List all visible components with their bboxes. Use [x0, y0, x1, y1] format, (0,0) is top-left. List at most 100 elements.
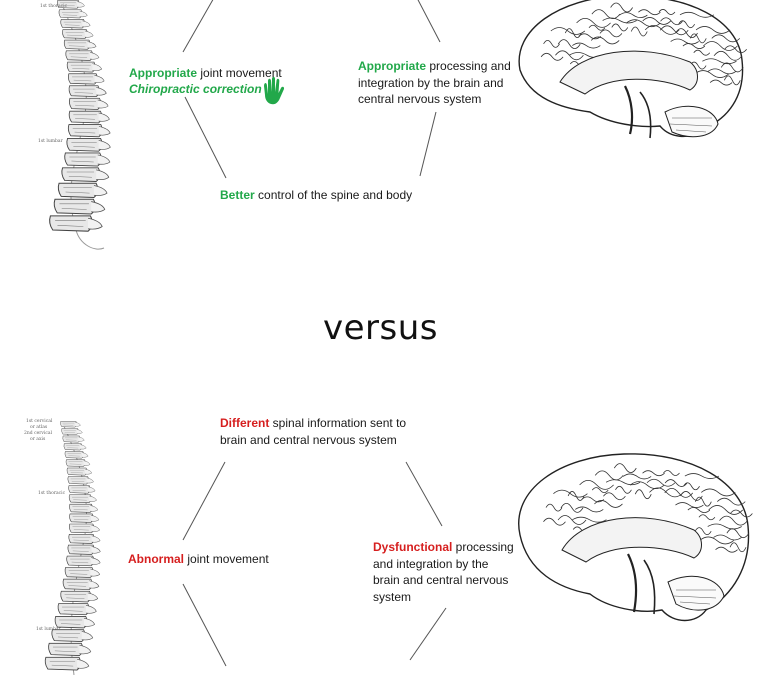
brain-fold	[703, 41, 738, 51]
vertebra	[57, 182, 108, 198]
brain-fold	[716, 497, 746, 506]
vertebra	[69, 523, 100, 534]
versus-divider: versus	[323, 308, 438, 348]
brain-illustration-top	[518, 0, 747, 139]
vertebra	[68, 534, 101, 544]
vertebra	[67, 73, 105, 85]
brain-fold	[709, 79, 733, 86]
brain-fold	[694, 70, 729, 78]
brain-fold	[642, 17, 672, 25]
top-joint-highlight: Appropriate	[129, 66, 198, 80]
brain-fold	[543, 517, 566, 526]
bottom-info-line1: spinal information sent to	[269, 416, 407, 430]
brain-fold	[719, 515, 748, 526]
brain-fold	[644, 24, 680, 35]
hand-icon	[264, 76, 285, 105]
brain-fold	[611, 23, 629, 32]
brain-fold	[707, 523, 742, 530]
brain-fold	[564, 28, 582, 38]
brain-fold	[557, 515, 587, 525]
brain-fold	[610, 2, 633, 13]
brain-fold	[702, 58, 737, 65]
vertebra	[68, 110, 110, 124]
svg-text:1st lumbar: 1st lumbar	[38, 138, 64, 144]
bottom-joint-label: Abnormal joint movement	[128, 551, 269, 568]
svg-text:1st thoracic: 1st thoracic	[40, 3, 68, 9]
brain-fold	[693, 49, 711, 56]
brain-fold	[646, 478, 676, 487]
brain-fold	[664, 488, 694, 498]
brain-fold	[699, 536, 735, 545]
brain-fold	[634, 489, 652, 500]
brain-fold	[638, 9, 661, 16]
svg-text:or axis: or axis	[30, 436, 46, 442]
brain-fold	[630, 26, 648, 37]
brain-fold	[715, 546, 738, 553]
vertebra	[69, 513, 100, 523]
arrow-bottom-right-down	[405, 461, 443, 527]
arrow-top-back-up	[184, 96, 227, 179]
vertebra	[68, 85, 107, 97]
brain-fold	[687, 507, 711, 513]
vertebra	[68, 97, 109, 110]
arrow-top-up	[182, 0, 214, 53]
vertebra	[62, 435, 85, 443]
brain-fold	[622, 473, 652, 480]
vertebra	[60, 590, 99, 603]
top-control-label: Better control of the spine and body	[220, 187, 412, 204]
bottom-info-line2: brain and central nervous system	[220, 432, 397, 447]
vertebra	[48, 642, 92, 656]
vertebra	[66, 555, 101, 567]
arrow-bottom-back-up	[182, 583, 227, 667]
bottom-processing-label: Dysfunctional processing and integration…	[373, 539, 514, 605]
brain-fold	[553, 489, 588, 498]
vertebra	[61, 428, 83, 435]
vertebra	[57, 603, 97, 616]
brain-fold	[659, 25, 689, 36]
vertebra	[60, 421, 81, 428]
vertebra	[58, 9, 88, 19]
brain-fold	[679, 11, 715, 18]
brain-fold	[729, 542, 747, 553]
vertebra	[54, 616, 96, 629]
brain-fold	[567, 491, 585, 501]
brain-fold	[695, 26, 731, 34]
top-control-rest: control of the spine and body	[254, 188, 413, 202]
vertebra	[44, 656, 90, 671]
bottom-info-highlight: Different	[220, 416, 270, 430]
brain-fold	[694, 496, 712, 507]
brain-fold	[545, 503, 563, 512]
top-processing-line2: integration by the brain and	[358, 75, 504, 90]
vertebra	[64, 451, 89, 459]
brain-fold	[588, 24, 606, 31]
brain-fold	[613, 463, 637, 474]
bottom-processing-line2: and integration by the	[373, 556, 489, 571]
brain-fold	[682, 43, 706, 49]
brain-fold	[591, 487, 609, 493]
vertebra	[69, 503, 99, 513]
brain-fold	[660, 17, 683, 26]
bottom-processing-line4: system	[373, 589, 412, 604]
vertebra	[64, 152, 111, 167]
vertebra	[61, 167, 110, 182]
vertebra	[63, 39, 97, 50]
vertebra	[63, 443, 87, 451]
brain-fold	[578, 33, 602, 40]
brain-fold	[590, 36, 620, 45]
brain-fold	[576, 17, 611, 28]
brain-fold	[625, 19, 661, 28]
brain-illustration-bottom	[518, 453, 753, 622]
brain-fold	[720, 62, 744, 73]
brain-fold	[543, 39, 560, 48]
vertebra	[65, 459, 91, 467]
arrow-top-right-down	[417, 0, 441, 43]
svg-text:1st thoracic: 1st thoracic	[38, 490, 66, 496]
vertebra	[66, 467, 93, 476]
brain-fold	[572, 516, 607, 523]
spine-illustration-bottom: 1st cervical or atlas 2nd cervical or ax…	[24, 418, 101, 675]
brain-fold	[678, 20, 695, 29]
brain-fold	[555, 50, 584, 61]
top-processing-line1: processing and	[426, 59, 511, 73]
brain-fold	[713, 50, 743, 61]
vertebra	[66, 138, 111, 152]
